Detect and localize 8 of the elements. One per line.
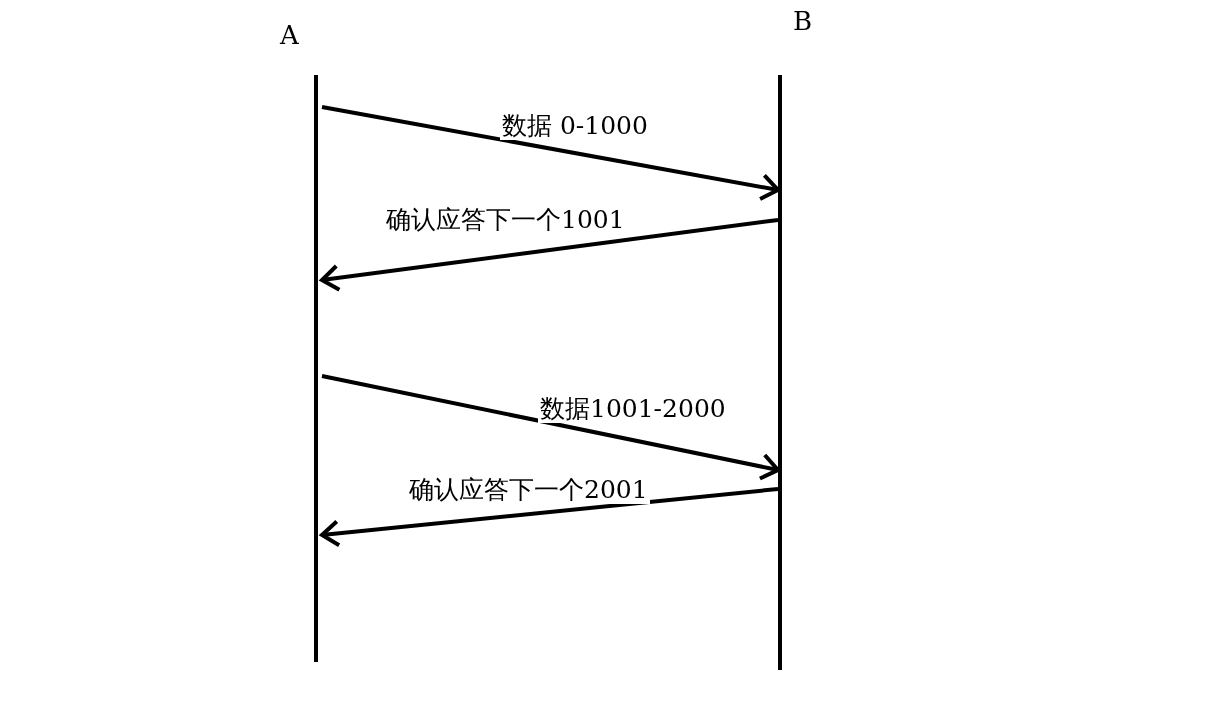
lifeline-label: A <box>280 20 299 50</box>
arrow <box>320 487 779 548</box>
arrow <box>321 105 780 201</box>
edge-label: 数据 0-1000 <box>500 112 650 140</box>
arrow <box>320 218 779 292</box>
lifeline-label: B <box>793 6 813 36</box>
edge-label: 确认应答下一个2001 <box>407 476 650 504</box>
arrow <box>321 374 780 481</box>
